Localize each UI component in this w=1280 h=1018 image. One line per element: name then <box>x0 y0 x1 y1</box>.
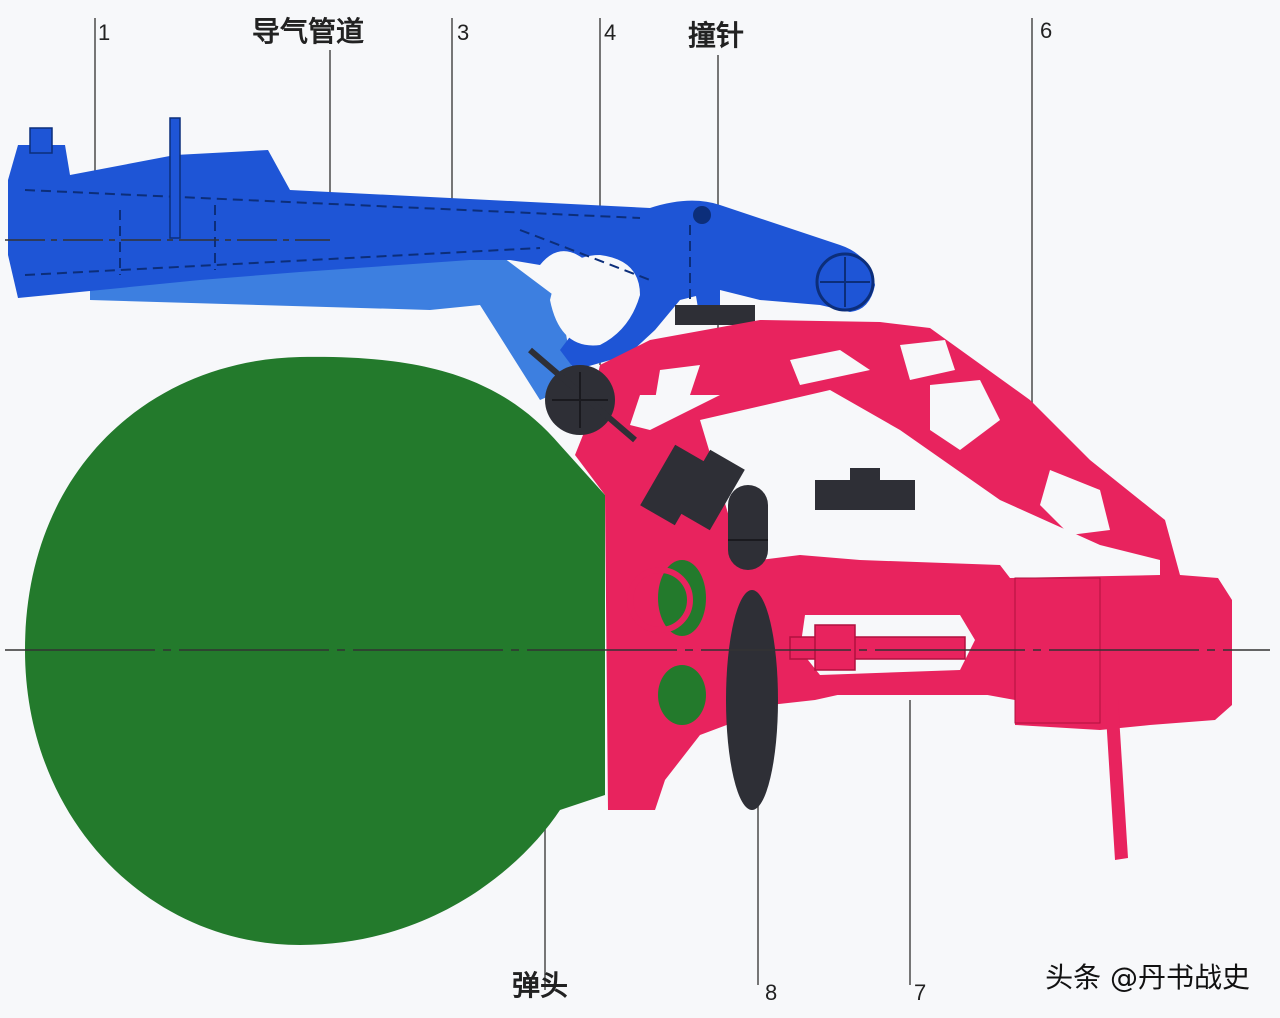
label-gas-tube: 导气管道 <box>252 15 365 48</box>
label-4: 4 <box>604 20 617 45</box>
label-3: 3 <box>457 20 470 45</box>
blue-gas-tube-arm <box>8 145 875 370</box>
frame-window-lower <box>658 665 706 725</box>
dark-parts <box>528 347 915 810</box>
firing-block-a <box>640 444 710 526</box>
center-lines <box>5 239 1270 651</box>
blue-rear-knob <box>29 127 53 154</box>
blue-dashed-details <box>24 189 691 300</box>
green-warhead <box>25 356 605 945</box>
blue-sight-post <box>169 117 181 239</box>
red-rod <box>1105 700 1128 860</box>
frame-ring <box>627 567 693 633</box>
watermark: 头条 @丹书战史 <box>1045 961 1250 994</box>
clamp-pad <box>815 480 915 510</box>
label-striker: 撞针 <box>688 19 745 52</box>
firing-block-b <box>675 449 745 531</box>
blue-arm-upper-pin <box>693 206 711 224</box>
light-blue-bracket <box>90 255 575 400</box>
red-frame-cutouts <box>630 340 1160 578</box>
clamp-bolt <box>850 468 880 483</box>
label-1: 1 <box>98 20 111 45</box>
blue-arm-hollow <box>550 255 640 346</box>
striker-head <box>814 624 856 671</box>
label-warhead: 弹头 <box>512 969 569 1002</box>
wheel-disc <box>726 590 778 810</box>
label-6: 6 <box>1040 18 1053 43</box>
label-8: 8 <box>765 980 778 1005</box>
frame-window-upper <box>658 560 706 636</box>
label-7: 7 <box>914 980 927 1005</box>
striker-pad <box>675 305 755 325</box>
lock-pin <box>728 485 768 570</box>
